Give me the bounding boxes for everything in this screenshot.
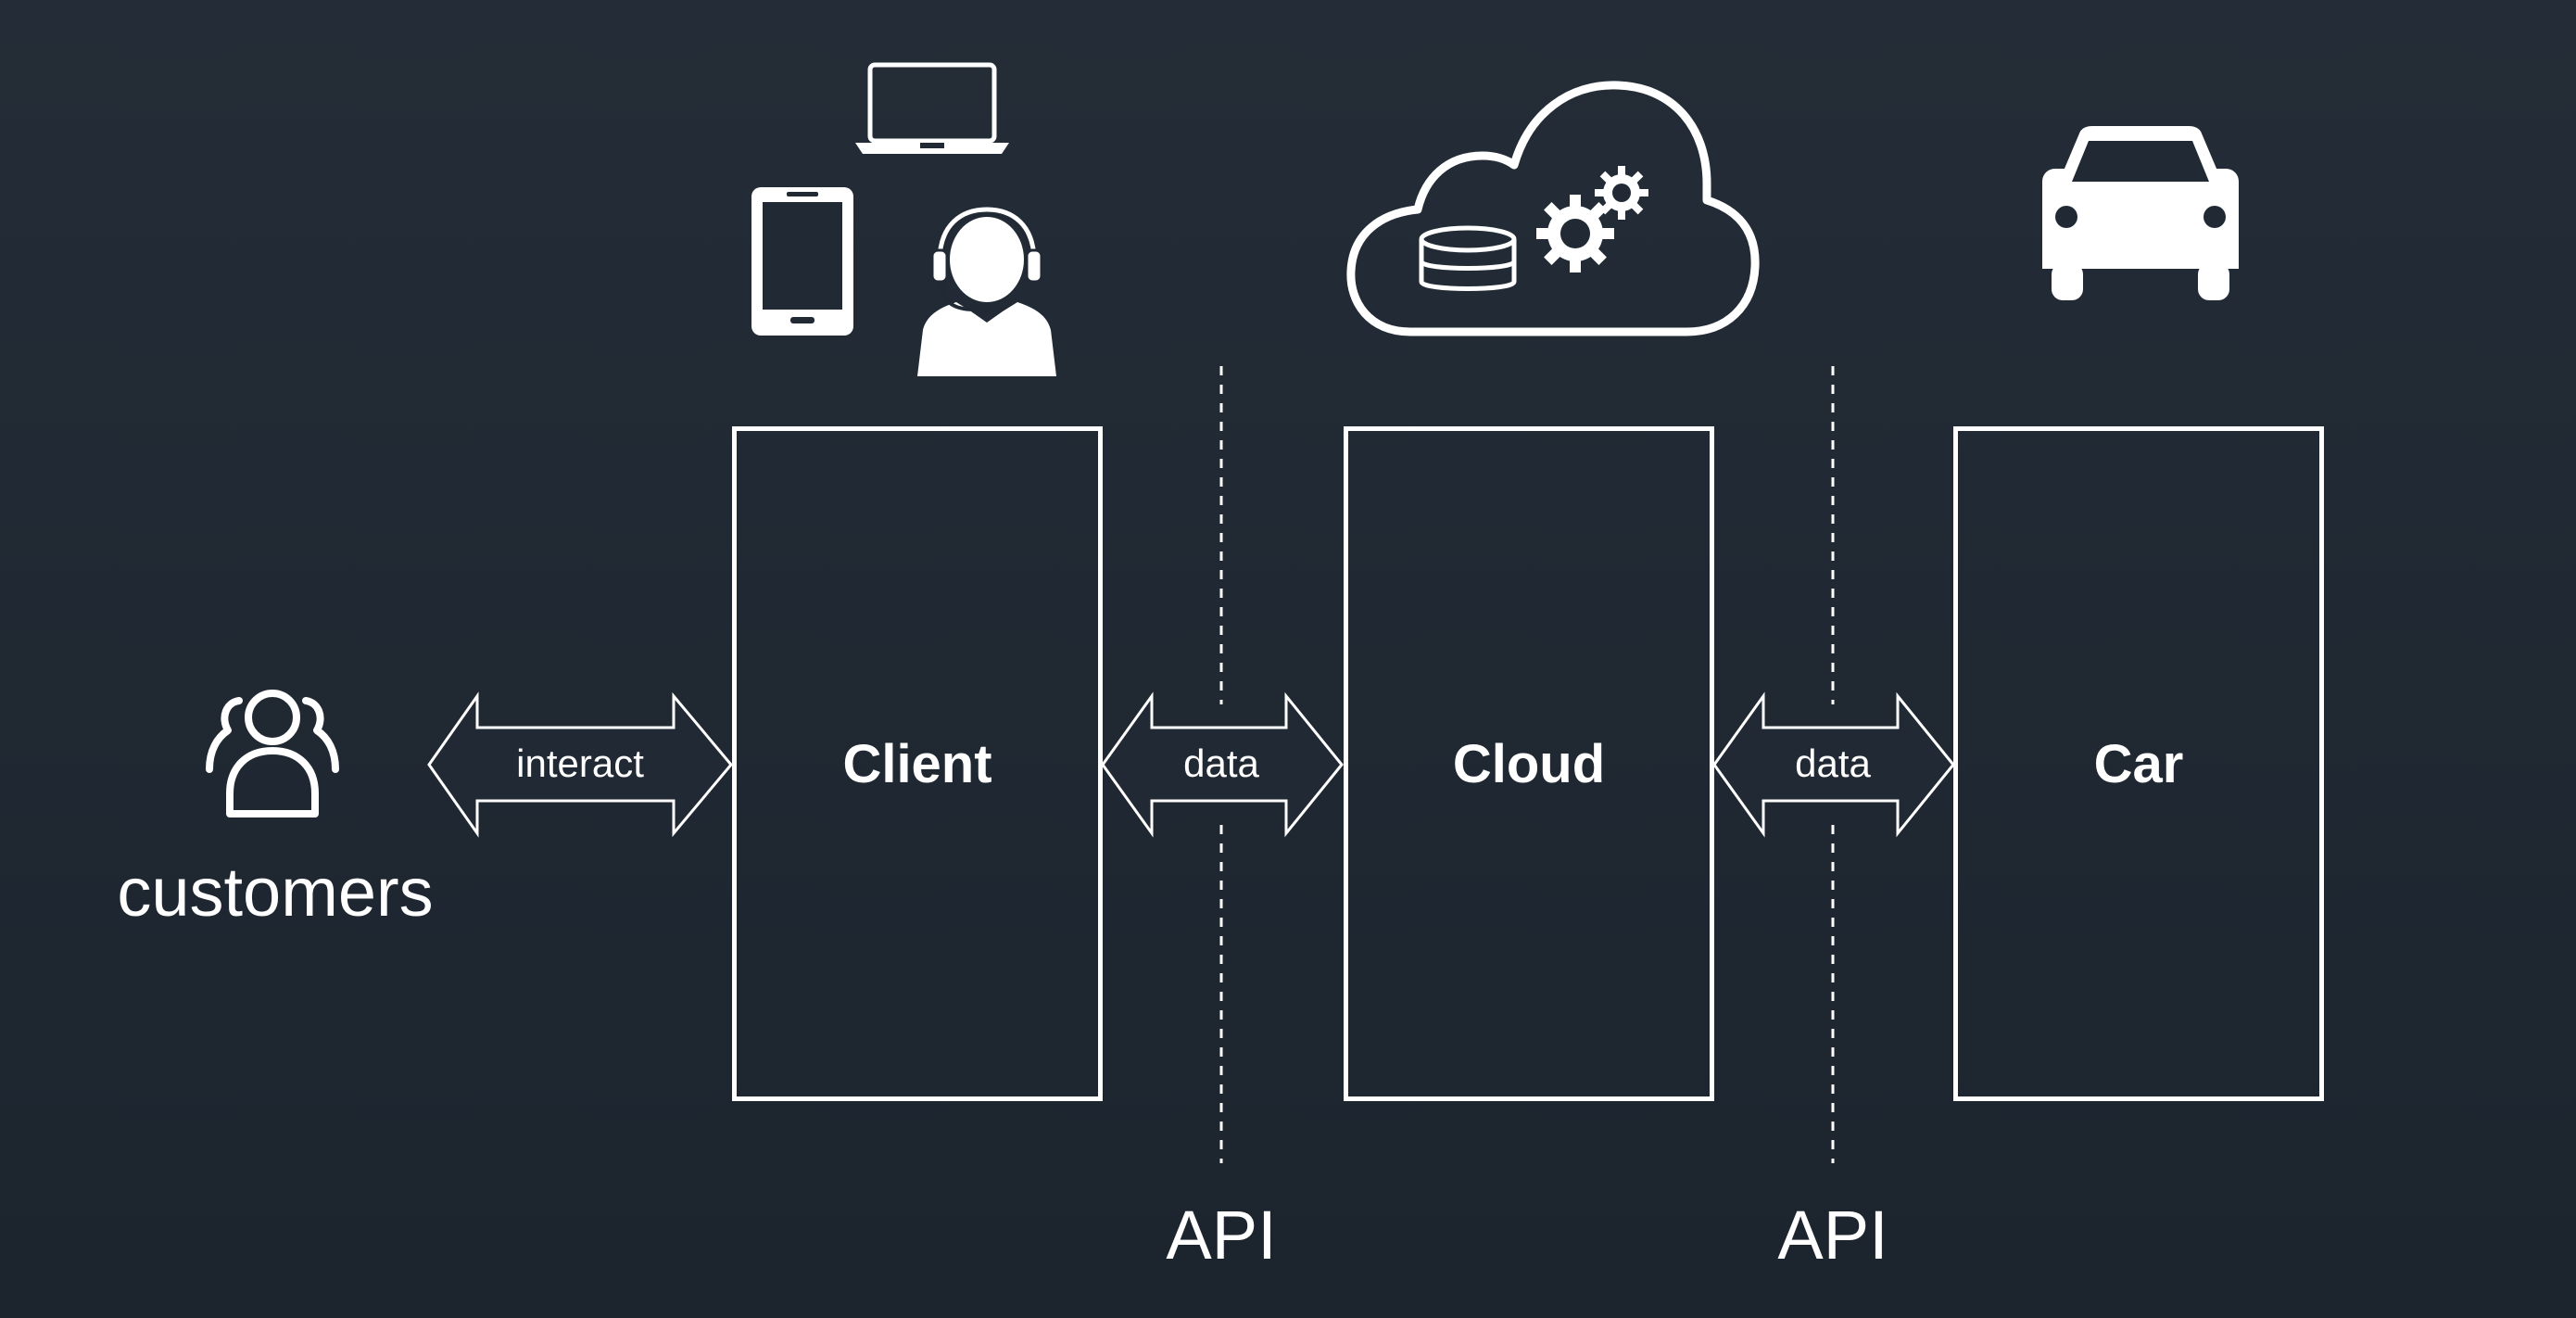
api-label-right: API	[1777, 1197, 1888, 1274]
arrow-data-label-right: data	[1795, 741, 1871, 785]
group-users-icon	[206, 690, 339, 817]
api-label-left: API	[1166, 1197, 1277, 1274]
arrow-interact-label: interact	[516, 741, 644, 785]
laptop-icon	[855, 62, 1009, 154]
support-agent-icon	[917, 207, 1056, 376]
car-box: Car	[1953, 426, 2324, 1101]
cloud-box: Cloud	[1344, 426, 1714, 1101]
arrow-data-label-left: data	[1183, 741, 1259, 785]
tablet-icon	[751, 187, 853, 336]
client-label: Client	[842, 733, 992, 794]
car-icon	[2042, 126, 2239, 300]
car-label: Car	[2093, 733, 2184, 794]
customers-label: customers	[117, 854, 434, 931]
cloud-label: Cloud	[1452, 733, 1606, 794]
client-box: Client	[732, 426, 1103, 1101]
cloud-database-gears-icon	[1346, 81, 1760, 336]
